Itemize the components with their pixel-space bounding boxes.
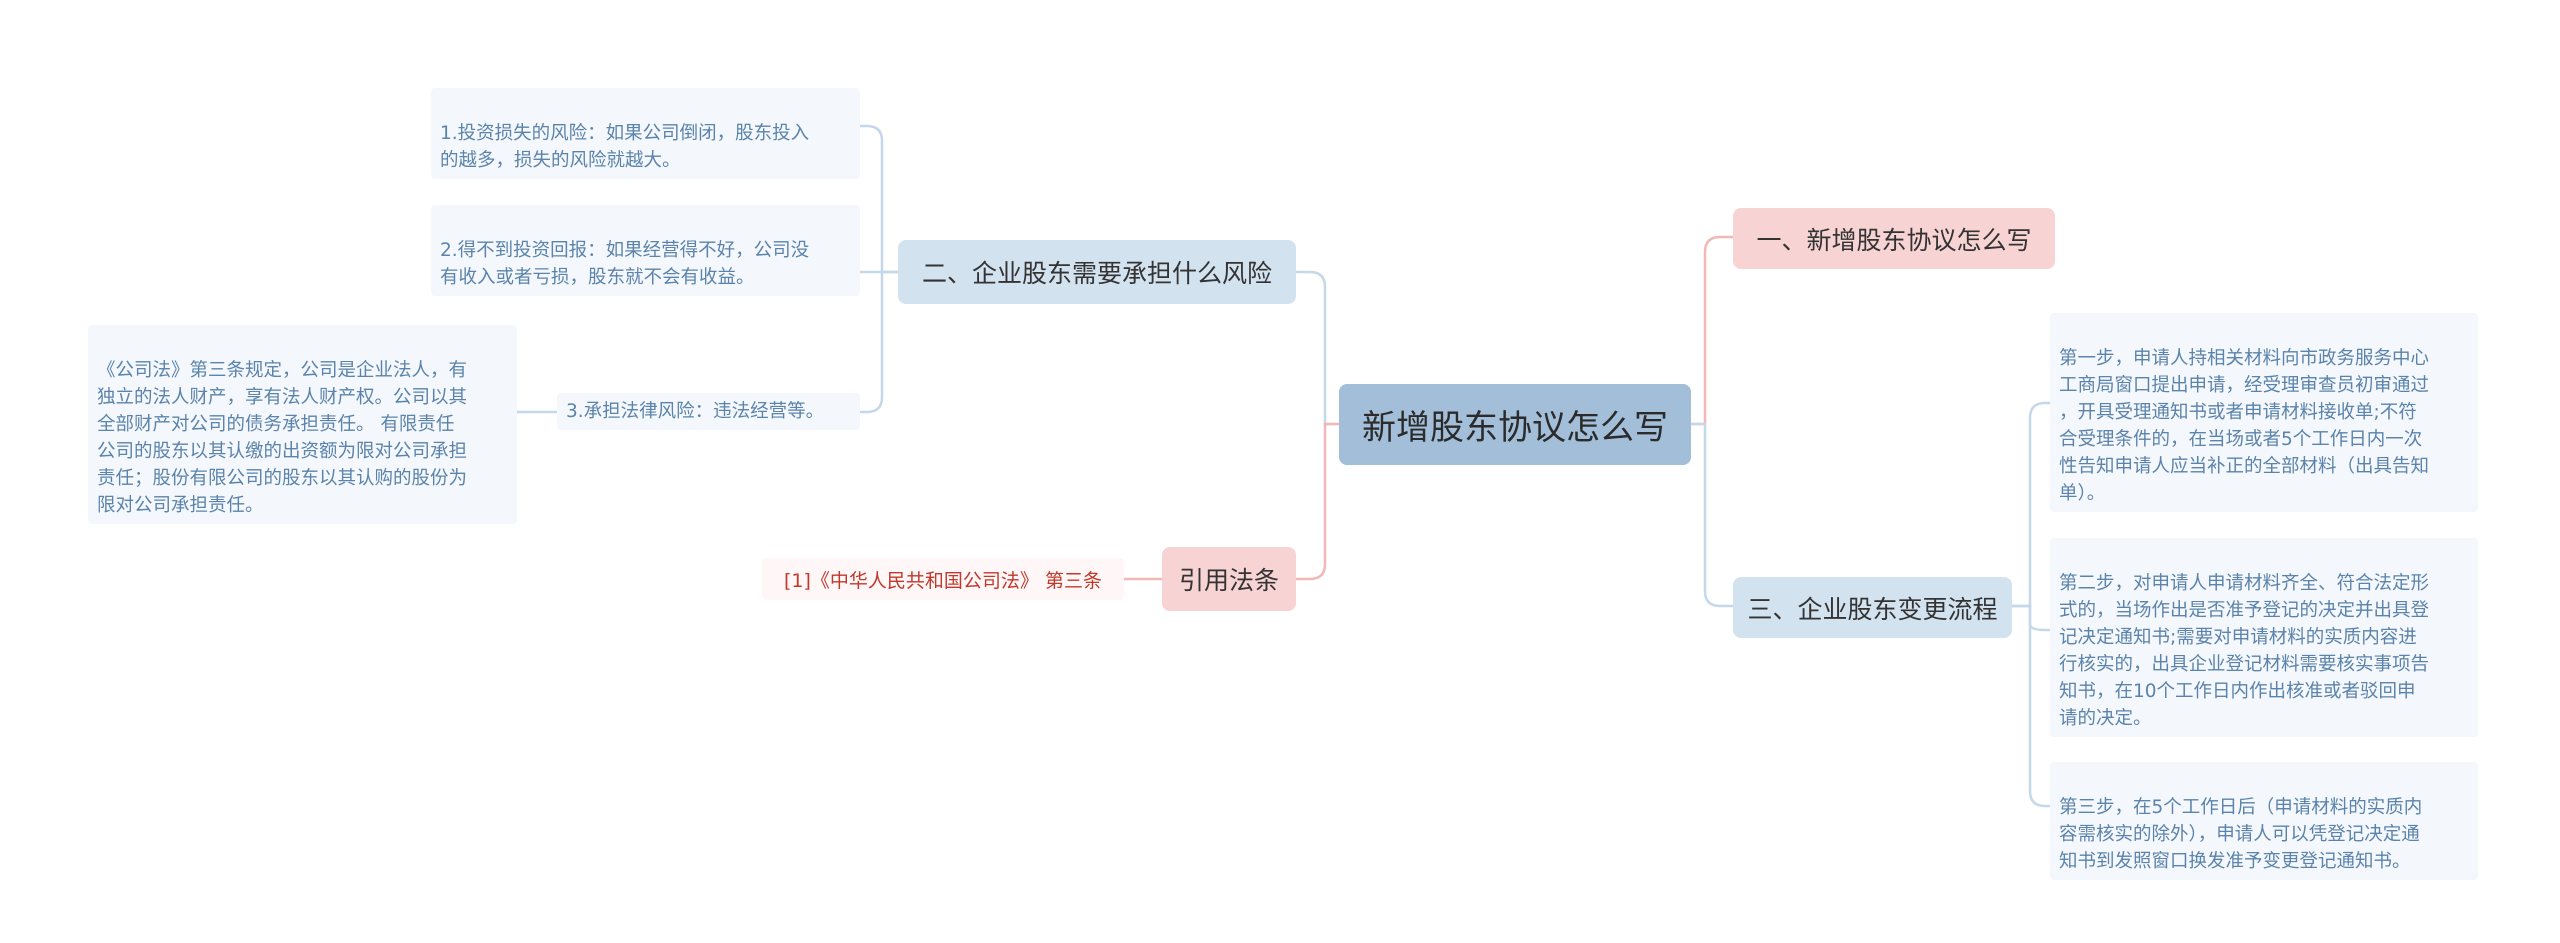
edge-center-process <box>1691 422 1733 608</box>
risk-item-label: 2.得不到投资回报：如果经营得不好，公司没 有收入或者亏损，股东就不会有收益。 <box>440 240 810 288</box>
branch-shareholder-risks-label: 二、企业股东需要承担什么风险 <box>921 259 1272 288</box>
law-reference-text: [1]《中华人民共和国公司法》 第三条 <box>784 569 1102 592</box>
edge-center-risk <box>1296 270 1339 426</box>
process-step-text: 第二步，对申请人申请材料齐全、符合法定形 式的，当场作出是否准予登记的决定并出具… <box>2059 573 2430 729</box>
company-law-note[interactable]: 《公司法》第三条规定，公司是企业法人，有 独立的法人财产，享有法人财产权。公司以… <box>88 325 517 524</box>
risk-item-label: 1.投资损失的风险：如果公司倒闭，股东投入 的越多，损失的风险就越大。 <box>440 123 810 171</box>
edge-center-law <box>1296 422 1339 581</box>
edge-process-step1 <box>2012 401 2050 608</box>
central-topic[interactable]: 新增股东协议怎么写 <box>1339 384 1691 465</box>
edge-risk-item1 <box>860 124 898 274</box>
risk-item-label: 3.承担法律风险：违法经营等。 <box>566 401 825 422</box>
process-step-1[interactable]: 第一步，申请人持相关材料向市政务服务中心 工商局窗口提出申请，经受理审查员初审通… <box>2050 313 2478 512</box>
risk-item-no-return[interactable]: 2.得不到投资回报：如果经营得不好，公司没 有收入或者亏损，股东就不会有收益。 <box>431 205 860 296</box>
risk-item-legal[interactable]: 3.承担法律风险：违法经营等。 <box>557 393 860 430</box>
branch-shareholder-risks[interactable]: 二、企业股东需要承担什么风险 <box>898 240 1296 304</box>
branch-change-process-label: 三、企业股东变更流程 <box>1747 594 1998 624</box>
edge-risk-item3 <box>860 270 898 414</box>
company-law-note-text: 《公司法》第三条规定，公司是企业法人，有 独立的法人财产，享有法人财产权。公司以… <box>97 360 468 516</box>
process-step-text: 第三步，在5个工作日后（申请材料的实质内 容需核实的除外），申请人可以凭登记决定… <box>2059 797 2423 872</box>
process-step-3[interactable]: 第三步，在5个工作日后（申请材料的实质内 容需核实的除外），申请人可以凭登记决定… <box>2050 762 2478 880</box>
law-reference-link[interactable]: [1]《中华人民共和国公司法》 第三条 <box>762 558 1124 600</box>
branch-cited-law-label: 引用法条 <box>1178 566 1279 595</box>
edge-process-step3 <box>2012 604 2050 808</box>
process-step-text: 第一步，申请人持相关材料向市政务服务中心 工商局窗口提出申请，经受理审查员初审通… <box>2059 348 2430 504</box>
branch-how-to-write[interactable]: 一、新增股东协议怎么写 <box>1733 208 2055 269</box>
process-step-2[interactable]: 第二步，对申请人申请材料齐全、符合法定形 式的，当场作出是否准予登记的决定并出具… <box>2050 538 2478 737</box>
branch-cited-law[interactable]: 引用法条 <box>1162 547 1296 611</box>
risk-item-investment-loss[interactable]: 1.投资损失的风险：如果公司倒闭，股东投入 的越多，损失的风险就越大。 <box>431 88 860 179</box>
edge-center-write <box>1691 235 1733 426</box>
branch-change-process[interactable]: 三、企业股东变更流程 <box>1733 577 2012 638</box>
central-topic-label: 新增股东协议怎么写 <box>1362 408 1668 448</box>
branch-how-to-write-label: 一、新增股东协议怎么写 <box>1756 225 2032 255</box>
